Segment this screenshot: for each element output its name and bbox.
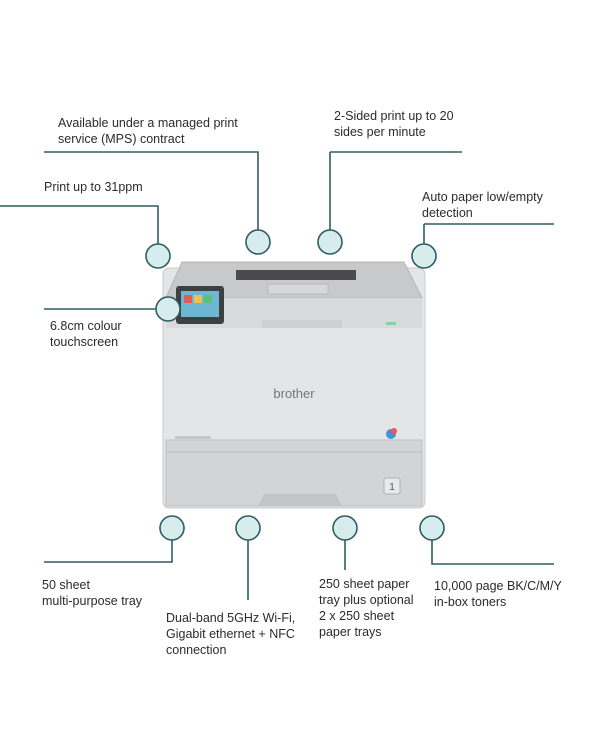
front-lip — [262, 320, 342, 328]
leader-toners — [431, 540, 554, 565]
status-led — [386, 322, 396, 325]
screen-tile — [204, 295, 212, 303]
brand-logo: brother — [273, 386, 315, 401]
callout-markers — [145, 229, 445, 541]
output-slot — [236, 270, 356, 280]
printer-illustration: 1 brother — [162, 261, 426, 509]
marker-mp-tray — [159, 515, 185, 541]
touchscreen-display — [181, 291, 219, 317]
leader-lines — [0, 151, 554, 600]
marker-touchscreen — [155, 296, 181, 322]
leader-speed — [0, 205, 159, 244]
marker-paper-tray — [332, 515, 358, 541]
tray-number: 1 — [389, 482, 395, 493]
label-connectivity: Dual-band 5GHz Wi-Fi,Gigabit ethernet + … — [166, 611, 296, 657]
marker-toners — [419, 515, 445, 541]
marker-duplex — [317, 229, 343, 255]
marker-connectivity — [235, 515, 261, 541]
marker-speed — [145, 243, 171, 269]
marker-mps — [245, 229, 271, 255]
leader-mps — [44, 151, 259, 230]
tray-handle — [258, 494, 342, 506]
leader-mp-tray — [44, 540, 173, 563]
color-logo-dot — [391, 428, 397, 434]
screen-tile — [194, 295, 202, 303]
screen-tile — [184, 295, 192, 303]
marker-paper-sensor — [411, 243, 437, 269]
tray-number-badge — [383, 477, 401, 495]
label-speed: Print up to 31ppm — [44, 180, 143, 194]
output-support — [267, 283, 329, 295]
model-plate — [175, 436, 211, 439]
